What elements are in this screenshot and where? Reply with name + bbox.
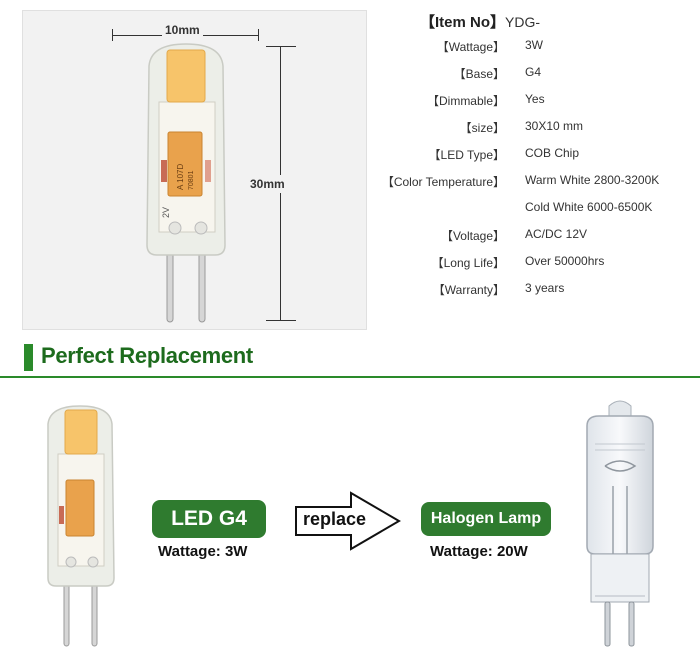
- spec-row-long-life: 【Long Life】 Over 50000hrs: [370, 254, 695, 274]
- spec-value: 30X10 mm: [525, 119, 584, 133]
- spec-label: 【Wattage】: [436, 40, 505, 54]
- halogen-lamp-label: Halogen Lamp: [421, 502, 551, 536]
- chip-marking-2: 70801: [188, 170, 195, 190]
- spec-label: 【Base】: [453, 67, 505, 81]
- width-tick-left: [112, 29, 113, 41]
- led-bulb-image: A 107D 70801 2V: [146, 43, 226, 323]
- spec-row-wattage: 【Wattage】 3W: [370, 38, 695, 58]
- height-label: 30mm: [248, 175, 287, 193]
- item-no-row: 【Item No】YDG-: [420, 11, 540, 32]
- chip-side-marking: 2V: [161, 207, 171, 218]
- spec-value: Cold White 6000-6500K: [525, 200, 653, 214]
- spec-row-size: 【size】 30X10 mm: [370, 119, 695, 139]
- spec-label: 【Dimmable】: [426, 94, 505, 108]
- replace-label: replace: [303, 509, 367, 529]
- section-marker: [24, 344, 33, 371]
- spec-row-dimmable: 【Dimmable】 Yes: [370, 92, 695, 112]
- spec-label: 【Color Temperature】: [381, 175, 505, 189]
- spec-value: AC/DC 12V: [525, 227, 588, 241]
- spec-row-color-temperature: 【Color Temperature】 Warm White 2800-3200…: [370, 173, 695, 193]
- section-title: Perfect Replacement: [41, 343, 253, 368]
- spec-label: 【size】: [459, 121, 505, 135]
- spec-row-color-temperature-cold: Cold White 6000-6500K: [370, 200, 695, 220]
- spec-value: COB Chip: [525, 146, 580, 160]
- spec-label: 【LED Type】: [428, 148, 505, 162]
- halogen-wattage: Wattage: 20W: [430, 543, 528, 560]
- replace-arrow-icon: [295, 491, 401, 551]
- spec-row-voltage: 【Voltage】 AC/DC 12V: [370, 227, 695, 247]
- chip-marking-1: A 107D: [176, 164, 185, 190]
- spec-label: 【Voltage】: [440, 229, 505, 243]
- spec-row-base: 【Base】 G4: [370, 65, 695, 85]
- spec-value: Yes: [525, 92, 545, 106]
- spec-value: Over 50000hrs: [525, 254, 605, 268]
- led-wattage: Wattage: 3W: [158, 543, 248, 560]
- width-label: 10mm: [162, 23, 203, 37]
- spec-row-warranty: 【Warranty】 3 years: [370, 281, 695, 301]
- led-g4-label: LED G4: [152, 500, 266, 538]
- spec-value: 3W: [525, 38, 543, 52]
- height-tick-top: [266, 46, 296, 47]
- width-tick-right: [258, 29, 259, 41]
- spec-row-led-type: 【LED Type】 COB Chip: [370, 146, 695, 166]
- led-bulb-small-image: [47, 405, 115, 647]
- spec-label: 【Warranty】: [432, 283, 505, 297]
- item-no-value: YDG-: [505, 14, 541, 30]
- spec-value: Warm White 2800-3200K: [525, 173, 660, 187]
- section-divider: [0, 376, 700, 378]
- halogen-bulb-image: [586, 400, 654, 647]
- spec-value: 3 years: [525, 281, 565, 295]
- spec-value: G4: [525, 65, 542, 79]
- spec-label: 【Long Life】: [431, 256, 505, 270]
- item-no-label: 【Item No】: [420, 14, 506, 31]
- height-tick-bottom: [266, 320, 296, 321]
